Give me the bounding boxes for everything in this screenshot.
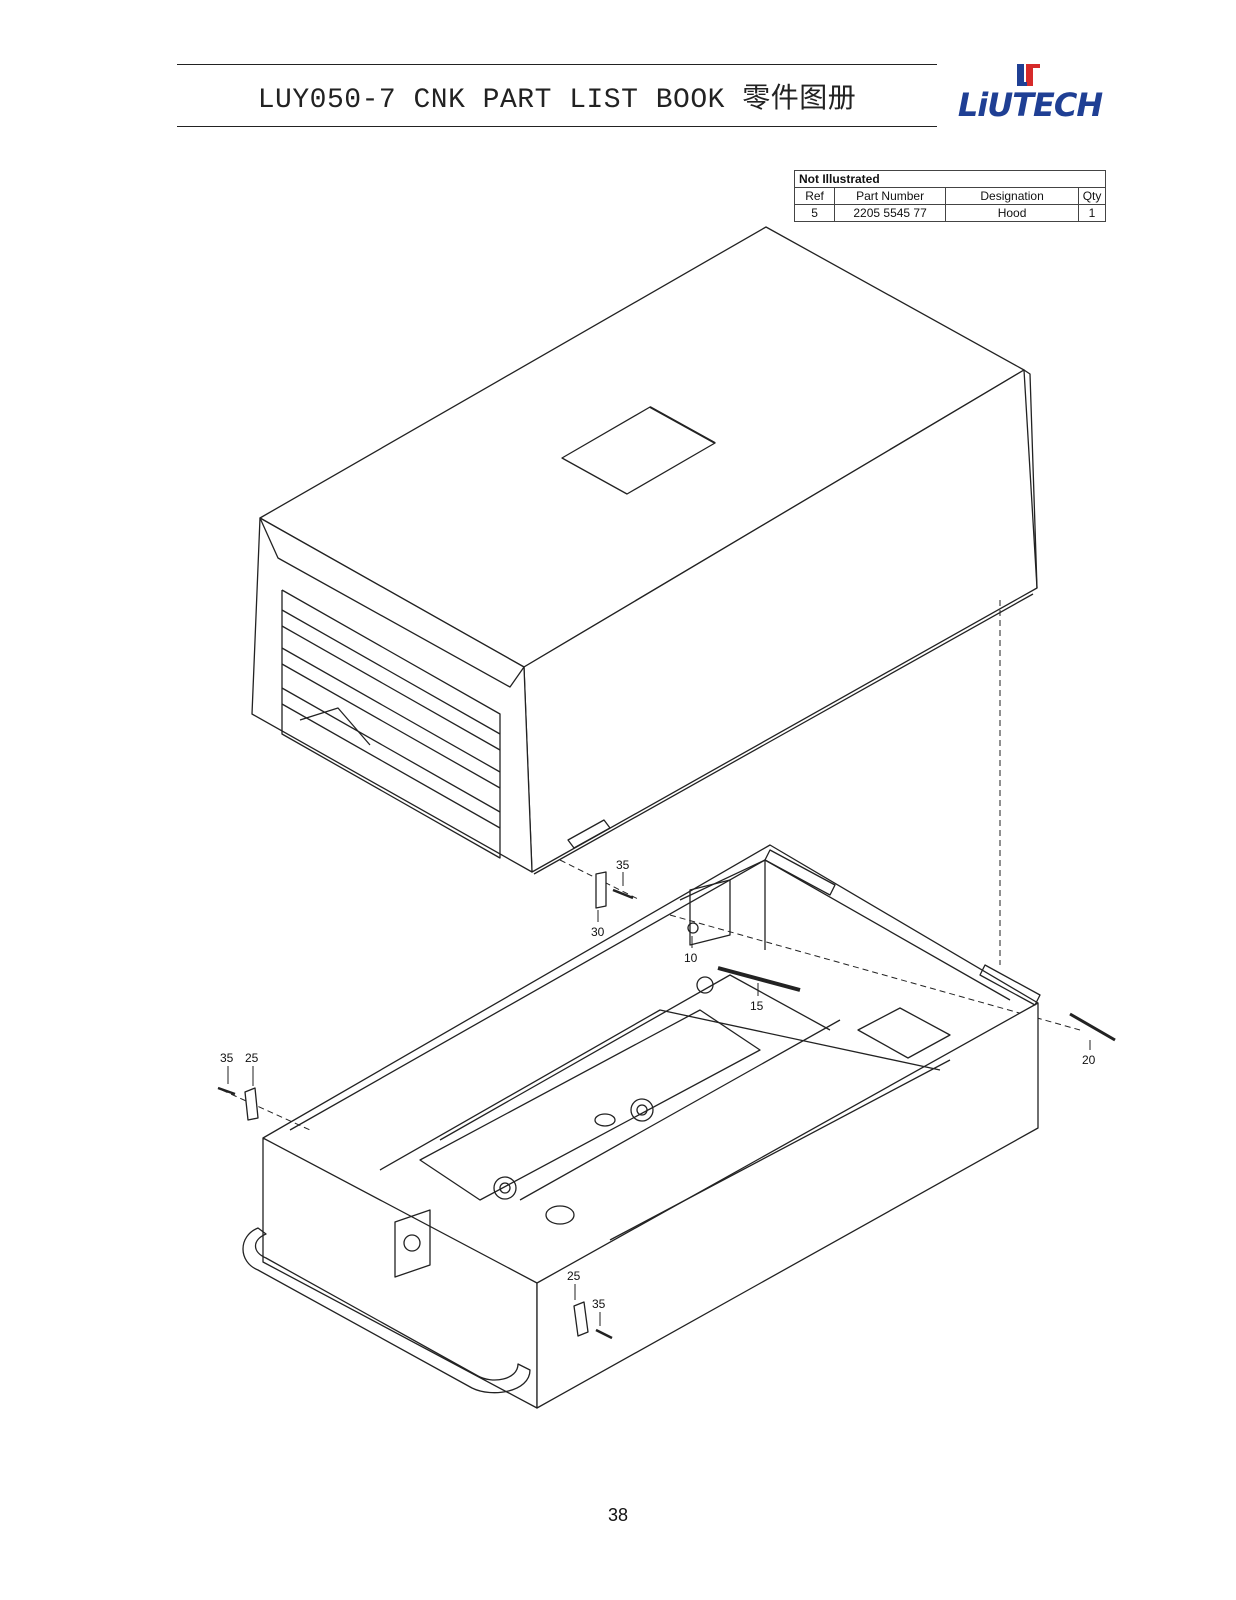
base-front-panel xyxy=(262,1137,538,1409)
callout-25-bottom: 25 xyxy=(567,1269,581,1283)
document-title: LUY050-7 CNK PART LIST BOOK 零件图册 xyxy=(257,85,857,116)
rear-bracket xyxy=(857,1007,951,1059)
callout-20: 20 xyxy=(1082,1053,1096,1067)
rear-pivot-plate xyxy=(689,879,731,946)
part-25-latch-b xyxy=(573,1301,589,1337)
callout-10: 10 xyxy=(684,951,698,965)
part-20-rod xyxy=(1069,1012,1116,1042)
louver-2 xyxy=(281,647,501,773)
hood-handle xyxy=(567,819,611,849)
mount-hole-1-inner xyxy=(499,1182,511,1194)
table-row: 5 2205 5545 77 Hood 1 xyxy=(793,204,1106,222)
liutech-logo: LiUTECH xyxy=(955,56,1105,126)
cell-designation: Hood xyxy=(945,204,1080,222)
hinge-bracket-2 xyxy=(979,964,1041,1006)
mount-hole-1 xyxy=(493,1176,517,1200)
base-floor-rail-2 xyxy=(439,974,831,1141)
louver-1b xyxy=(281,625,501,751)
callout-15: 15 xyxy=(750,999,764,1013)
base-floor-edge xyxy=(609,1059,951,1241)
louver-3b xyxy=(281,703,501,829)
base-floor-rail-1 xyxy=(379,1009,941,1171)
louver-2b xyxy=(281,663,501,789)
hood-front-panel xyxy=(251,517,533,873)
lifting-bar xyxy=(242,1227,531,1394)
louver-1 xyxy=(281,609,501,735)
louver-3 xyxy=(281,687,501,813)
part-10-bolt xyxy=(687,922,699,934)
floor-opening-2 xyxy=(594,1113,616,1127)
part-35-pin-b xyxy=(217,1086,236,1096)
logo-text: LiUTECH xyxy=(957,86,1103,124)
part-25-latch-a xyxy=(244,1087,259,1121)
pivot-hole xyxy=(696,976,714,994)
hood-front-bevel xyxy=(259,517,525,688)
loose-parts xyxy=(217,871,1116,1340)
part-35-pin-a xyxy=(612,888,634,900)
callout-35-left: 35 xyxy=(220,1051,234,1065)
hood-louver-frame xyxy=(281,589,501,859)
callout-35-bottom: 35 xyxy=(592,1297,606,1311)
base-center-beam xyxy=(419,1009,761,1201)
floor-opening xyxy=(545,1205,575,1225)
hood-right-bevel xyxy=(1023,369,1038,589)
callout-leaders xyxy=(227,872,1091,1326)
callout-25-left: 25 xyxy=(245,1051,259,1065)
base-top-rim xyxy=(262,844,1039,1139)
cell-part-number: 2205 5545 77 xyxy=(834,204,947,222)
part-15-strut xyxy=(717,966,801,992)
callout-35-top: 35 xyxy=(616,858,630,872)
front-plate-hole xyxy=(403,1234,421,1252)
mount-hole-2-inner xyxy=(636,1104,648,1116)
access-panel-hinge xyxy=(649,406,716,444)
cell-qty: 1 xyxy=(1078,204,1106,222)
table-header-row: Ref Part Number Designation Qty xyxy=(793,187,1106,205)
mount-hole-2 xyxy=(630,1098,654,1122)
hood-bottom-edge xyxy=(533,593,1034,875)
header-rule-bottom xyxy=(177,126,937,127)
callout-labels: 35 30 10 15 20 35 25 25 35 xyxy=(220,858,1096,1311)
callout-30: 30 xyxy=(591,925,605,939)
louver-opening xyxy=(299,707,371,746)
not-illustrated-table: Not Illustrated Ref Part Number Designat… xyxy=(793,170,1106,222)
base-crossmember xyxy=(519,1019,841,1201)
part-35-pin-c xyxy=(595,1328,613,1340)
cell-ref: 5 xyxy=(793,204,836,222)
part-30-latch xyxy=(595,871,607,909)
col-designation: Designation xyxy=(945,187,1080,205)
logo-mark-icon xyxy=(1017,64,1040,86)
page-number: 38 xyxy=(607,1505,629,1525)
front-panel-plate xyxy=(394,1209,431,1278)
header-rule-top xyxy=(177,64,937,65)
hood-assembly xyxy=(251,226,1038,875)
base-frame-assembly xyxy=(242,844,1041,1409)
hinge-bracket-1 xyxy=(764,849,836,896)
base-right-panel xyxy=(536,1002,1039,1409)
